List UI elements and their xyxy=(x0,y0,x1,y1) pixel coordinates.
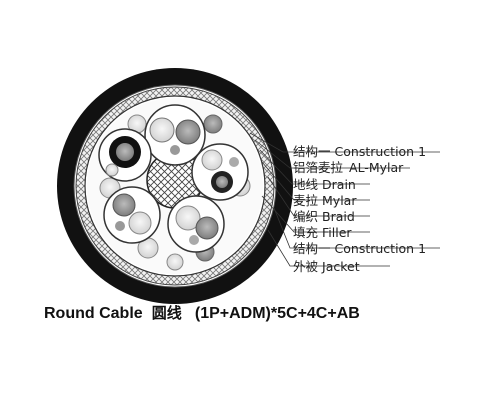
pair-unit-right-bottom xyxy=(167,195,225,253)
caption: Round Cable 圆线 (1P+ADM)*5C+4C+AB xyxy=(44,303,360,322)
leader-lines xyxy=(249,132,440,267)
pair-unit-left-top xyxy=(98,128,152,182)
pair-unit-top xyxy=(144,104,206,166)
pair-unit-right xyxy=(191,143,249,201)
pair-unit-left-bottom xyxy=(103,186,161,244)
